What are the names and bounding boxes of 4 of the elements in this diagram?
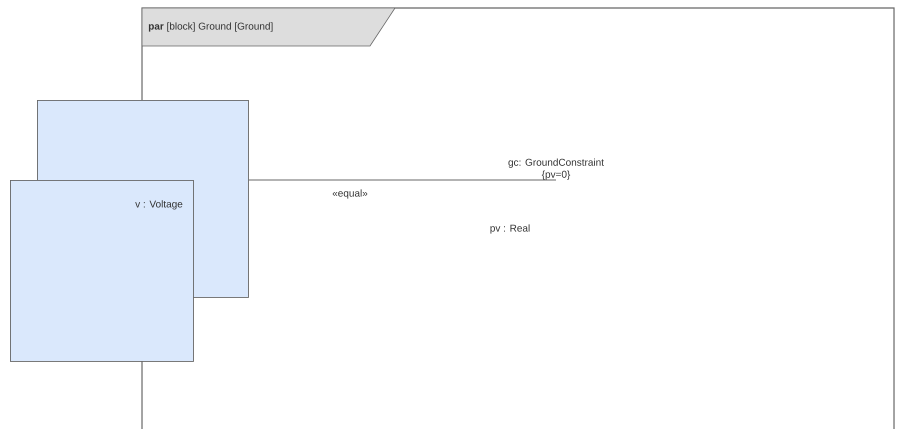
edge-label: «equal»	[332, 189, 368, 199]
constraint-label: gc: GroundConstraint {pv=0}	[508, 158, 604, 180]
part-box: v : Voltage	[10, 180, 194, 362]
property-label: pv : Real	[490, 224, 530, 234]
